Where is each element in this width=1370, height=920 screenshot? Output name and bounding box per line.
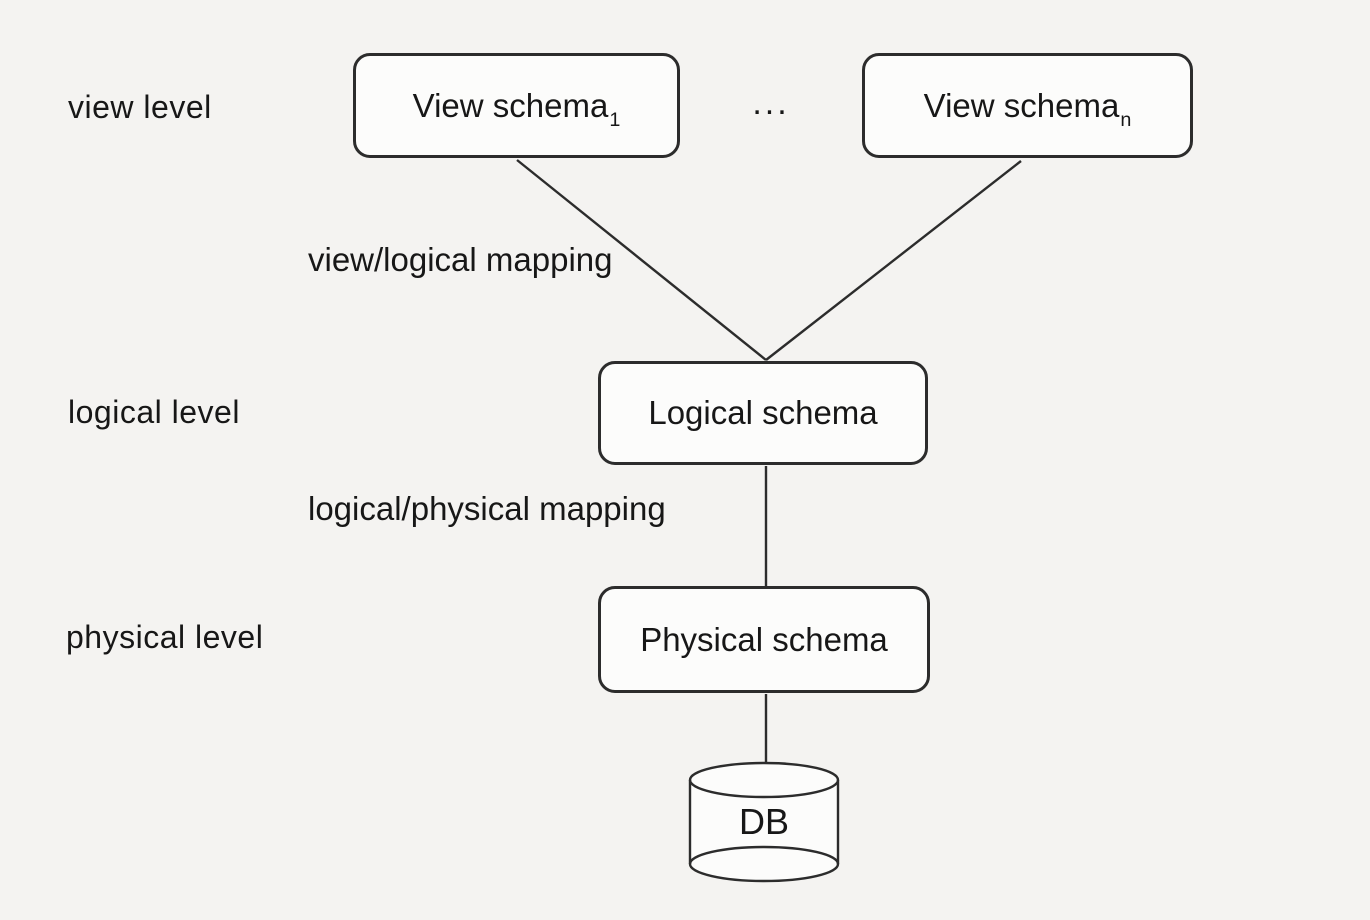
edge-label-logical-physical-mapping: logical/physical mapping bbox=[308, 490, 666, 527]
node-physical-schema-label: Physical schema bbox=[640, 620, 888, 658]
node-view-schema-1-label: View schema1 bbox=[412, 86, 621, 132]
db-node-label: DB bbox=[738, 801, 789, 842]
level-label-physical: physical level bbox=[66, 619, 264, 655]
view-schemas-ellipsis: ... bbox=[752, 84, 790, 122]
db-cylinder-top-ellipse bbox=[688, 761, 840, 799]
node-physical-schema: Physical schema bbox=[598, 586, 930, 693]
node-view-schema-n: View scheman bbox=[862, 53, 1193, 158]
node-view-schema-n-subscript: n bbox=[1120, 109, 1132, 132]
edge-viewn-to-logical bbox=[765, 160, 1022, 361]
node-view-schema-1-subscript: 1 bbox=[609, 109, 621, 132]
node-view-schema-1: View schema1 bbox=[353, 53, 680, 158]
node-logical-schema-label: Logical schema bbox=[648, 394, 878, 431]
node-view-schema-n-label: View scheman bbox=[923, 86, 1132, 132]
level-label-view: view level bbox=[68, 89, 212, 125]
edge-label-view-logical-mapping: view/logical mapping bbox=[308, 241, 613, 278]
node-logical-schema: Logical schema bbox=[598, 361, 928, 465]
db-cylinder-bottom-ellipse bbox=[688, 845, 840, 883]
level-label-logical: logical level bbox=[68, 394, 240, 430]
